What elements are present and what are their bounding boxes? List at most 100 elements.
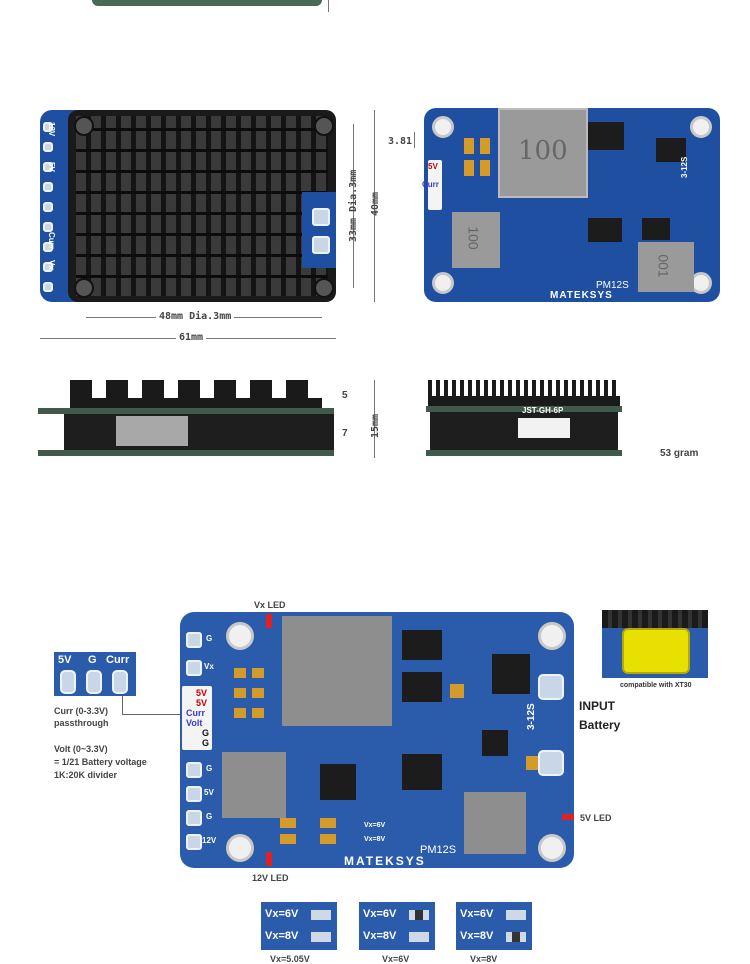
- screw-icon: [74, 116, 94, 136]
- curr-note-2: passthrough: [54, 718, 109, 728]
- inductor-large: [282, 616, 392, 726]
- inductor-label: 100: [518, 136, 568, 166]
- pin-label: Curr: [47, 232, 56, 249]
- weight-label: 53 gram: [660, 448, 699, 459]
- header-5v: 5V: [196, 698, 208, 708]
- model-label: PM12S: [420, 844, 457, 856]
- battery-neg-pad: [538, 674, 564, 700]
- 5v-led-label: 5V LED: [580, 813, 612, 823]
- header-g: G: [202, 728, 210, 738]
- jumper-box-6v: Vx=6V Vx=8V: [359, 902, 435, 950]
- pin-label: Vx: [47, 260, 56, 270]
- volt-note-2: = 1/21 Battery voltage: [54, 757, 147, 767]
- battery-pad-area: [302, 192, 336, 268]
- jumper-box-5v: Vx=6V Vx=8V: [261, 902, 337, 950]
- dim-label-381: 3.81: [388, 136, 413, 147]
- pin-label: 5V: [47, 162, 56, 172]
- dim-label-33mm: 33mm Dia.3mm: [348, 169, 359, 242]
- inductor-label: 001: [655, 254, 672, 278]
- header-curr: Curr: [186, 708, 206, 718]
- jumper-bottom-label: Vx=8V: [363, 930, 397, 942]
- conn-legend: 5V G Curr: [54, 652, 136, 696]
- pin-label-5v: 5V: [204, 788, 214, 797]
- brand-label: MATEKSYS: [344, 854, 426, 868]
- top-dimension-line: [328, 0, 329, 12]
- volt-note-1: Volt (0~3.3V): [54, 744, 108, 754]
- 12v-led: [266, 852, 272, 866]
- pin-label-g: G: [206, 812, 213, 821]
- vx-led-label: Vx LED: [254, 600, 286, 610]
- heatsink-board-top-view: 12V 5V Curr Vx: [40, 110, 336, 302]
- brand-label: MATEKSYS: [550, 290, 613, 301]
- heatsink: [68, 110, 336, 302]
- jumper-top-label: Vx=6V: [363, 908, 397, 920]
- jumper-caption: Vx=8V: [470, 954, 498, 964]
- battery-label: Battery: [579, 718, 621, 732]
- jst-header: 5V 5V Curr Volt G G: [182, 686, 212, 750]
- inductor-small-right: 001: [638, 242, 694, 292]
- screw-icon: [314, 278, 334, 298]
- header-label-curr: Curr: [422, 180, 439, 189]
- dim-line-40mm: [374, 110, 375, 302]
- header-g: G: [202, 738, 210, 748]
- dim-label-48mm: 48mm Dia.3mm: [156, 311, 235, 322]
- range-label: 3-12S: [526, 703, 537, 730]
- 5v-led: [562, 814, 574, 820]
- conn-label-g: G: [88, 654, 97, 666]
- screw-icon: [74, 278, 94, 298]
- screw-icon: [314, 116, 334, 136]
- top-board-partial: [92, 0, 322, 6]
- dim-line-33mm: [353, 124, 354, 288]
- xt30-connector-icon: [622, 628, 690, 674]
- pin-label: 12V: [47, 122, 56, 137]
- jumper-bottom-label: Vx=8V: [265, 930, 299, 942]
- header-label-5v: 5V: [428, 162, 438, 171]
- curr-note-1: Curr (0-3.3V): [54, 706, 109, 716]
- vx6-label: Vx=6V: [364, 822, 386, 829]
- inductor-right: [464, 792, 526, 854]
- dim-label-7: 7: [342, 428, 348, 439]
- inductor-mid: [222, 752, 286, 818]
- inductor-label: 100: [465, 226, 482, 250]
- jumper-bottom-label: Vx=8V: [460, 930, 494, 942]
- inductor-large: 100: [498, 108, 588, 198]
- callout-line: [122, 696, 123, 714]
- conn-label-5v: 5V: [58, 654, 72, 666]
- callout-line: [122, 714, 180, 715]
- left-pad-column: [43, 122, 53, 292]
- connector-label: JST-GH-6P: [522, 406, 564, 415]
- range-label: 3-12S: [680, 156, 689, 178]
- xt30-caption: compatible with XT30: [620, 682, 692, 689]
- inductor-small-left: 100: [452, 212, 500, 268]
- dim-label-5: 5: [342, 390, 348, 401]
- vx8-label: Vx=8V: [364, 836, 386, 843]
- jumper-top-label: Vx=6V: [265, 908, 299, 920]
- header-5v: 5V: [196, 688, 208, 698]
- dim-line-15mm: [374, 380, 375, 458]
- conn-label-curr: Curr: [106, 654, 130, 666]
- 12v-led-label: 12V LED: [252, 873, 289, 883]
- volt-note-3: 1K:20K divider: [54, 770, 118, 780]
- xt30-inset: [602, 610, 708, 678]
- dim-label-15mm: 15mm: [370, 413, 381, 438]
- battery-pos-pad: [538, 750, 564, 776]
- side-view-connector: JST-GH-6P: [426, 380, 622, 458]
- jumper-top-label: Vx=6V: [460, 908, 494, 920]
- header-volt: Volt: [186, 718, 203, 728]
- jumper-caption: Vx=6V: [382, 954, 410, 964]
- dim-marker-381: [414, 132, 415, 148]
- pin-label-12v: 12V: [202, 836, 217, 845]
- board-bottom-view: 100 100 001 5V Curr 3-12S PM12S MATEKSYS: [422, 108, 720, 302]
- model-label: PM12S: [596, 280, 629, 291]
- pin-label-vx: Vx: [204, 662, 214, 671]
- wiring-diagram-board: G Vx G 5V G 12V 5V 5V Curr Volt G G 3-12…: [180, 612, 574, 868]
- side-view-heatsink: [38, 380, 334, 458]
- dim-label-61mm: 61mm: [176, 332, 207, 343]
- vx-led: [266, 614, 272, 628]
- jumper-box-8v: Vx=6V Vx=8V: [456, 902, 532, 950]
- pin-label-g: G: [206, 764, 213, 773]
- jumper-caption: Vx=5.05V: [270, 954, 310, 964]
- dim-label-40mm: 40mm: [370, 191, 381, 216]
- pin-label-g: G: [206, 634, 213, 643]
- input-label: INPUT: [579, 699, 615, 713]
